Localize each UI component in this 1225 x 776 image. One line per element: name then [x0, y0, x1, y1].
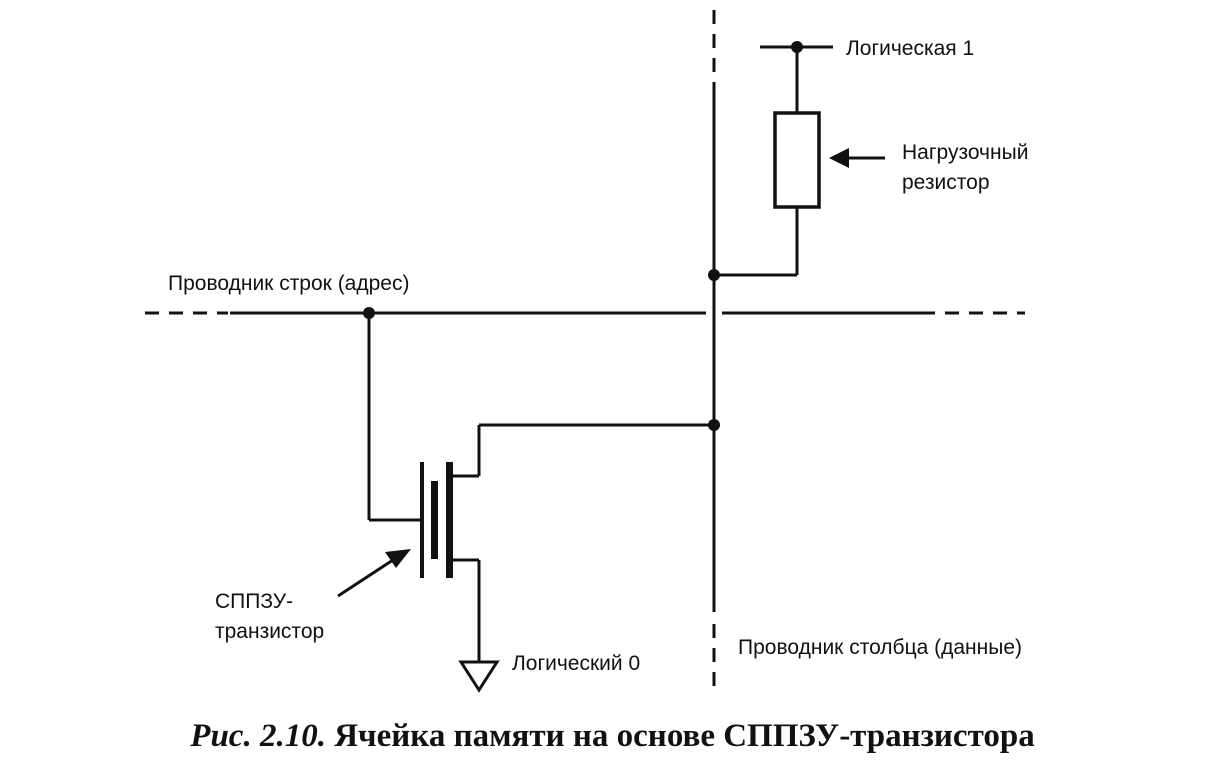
- junction-logic-one: [791, 41, 803, 53]
- load-resistor: [773, 111, 821, 209]
- load-resistor-label-line1: Нагрузочный: [902, 141, 1028, 164]
- logic-zero-label: Логический 0: [512, 652, 640, 675]
- junction-resistor-column: [708, 269, 720, 281]
- column-conductor-label: Проводник столбца (данные): [738, 636, 1022, 659]
- junction-row-gate: [363, 307, 375, 319]
- junction-drain-column: [708, 419, 720, 431]
- ground-symbol: [458, 660, 500, 693]
- transistor-label-line2: транзистор: [215, 620, 324, 643]
- resistor-arrow-head: [829, 148, 849, 168]
- transistor-gate-plate: [420, 462, 424, 578]
- transistor-arrow-shaft: [337, 556, 397, 598]
- transistor-floating-gate: [431, 481, 438, 559]
- logic-one-label: Логическая 1: [846, 37, 974, 60]
- figure-caption-text: Ячейка памяти на основе СППЗУ-транзистор…: [334, 718, 1035, 754]
- transistor-label-line1: СППЗУ-: [215, 590, 293, 613]
- figure-number: Рис. 2.10.: [190, 718, 326, 754]
- transistor-channel: [446, 462, 453, 578]
- row-conductor-label: Проводник строк (адрес): [168, 272, 409, 295]
- transistor-arrow-head: [385, 549, 411, 568]
- load-resistor-label-line2: резистор: [902, 171, 990, 194]
- figure-caption: Рис. 2.10. Ячейка памяти на основе СППЗУ…: [0, 718, 1225, 755]
